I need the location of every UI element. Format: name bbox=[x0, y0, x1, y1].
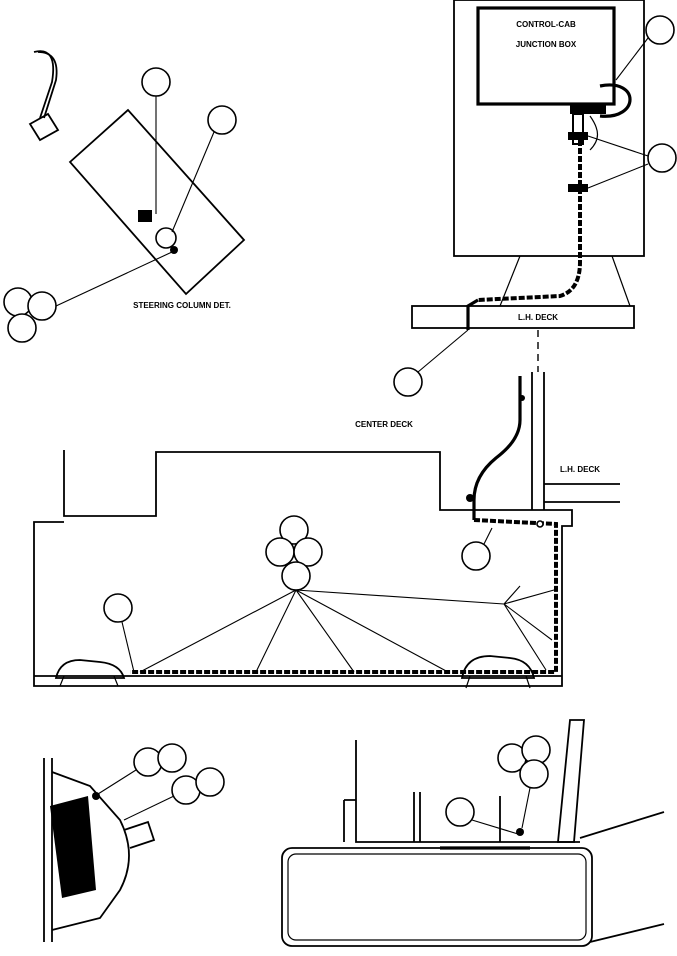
leader-left-light bbox=[121, 621, 135, 673]
tank-upper-step bbox=[343, 799, 356, 842]
callout-balloon-deck-drop bbox=[393, 367, 423, 397]
steering-bracket-arm bbox=[37, 51, 58, 119]
steering-switch-body bbox=[138, 210, 152, 222]
leader-fixture-a bbox=[97, 769, 137, 795]
right-floor-light bbox=[460, 655, 536, 679]
callout-balloon-switch-knob bbox=[207, 105, 237, 135]
junction-box-side-cable bbox=[589, 115, 599, 151]
center-deck-label: CENTER DECK bbox=[355, 420, 413, 429]
center-deck-view: CENTER DECK L.H. DECK bbox=[33, 372, 620, 689]
deck-drop-cable bbox=[466, 298, 479, 330]
center-deck-floor-cable bbox=[130, 518, 558, 674]
callout-balloon-jbox-loop bbox=[645, 15, 675, 45]
callout-balloon-clips-right bbox=[293, 537, 323, 567]
leader-steering-group bbox=[55, 251, 173, 307]
light-fixture-section bbox=[43, 743, 225, 942]
riser-bottom-clip bbox=[466, 494, 474, 502]
tank-side-frame bbox=[579, 811, 665, 943]
tank-inner bbox=[287, 853, 587, 941]
left-floor-light-base bbox=[59, 675, 119, 687]
fixture-housing bbox=[51, 771, 130, 931]
leader-deck-drop bbox=[417, 329, 469, 373]
tank-stand-posts bbox=[413, 792, 501, 842]
callout-balloon-steering-b bbox=[27, 291, 57, 321]
junction-box-cable-run bbox=[477, 140, 582, 302]
steering-column-label: STEERING COLUMN DET. bbox=[133, 301, 231, 310]
callout-balloon-clamps bbox=[647, 143, 677, 173]
leader-jbox-loop bbox=[615, 37, 649, 81]
riser-clip bbox=[519, 395, 525, 401]
callout-balloon-fixture-b bbox=[157, 743, 187, 773]
lh-deck-middle-label: L.H. DECK bbox=[560, 465, 600, 474]
leader-riser bbox=[483, 527, 493, 545]
fixture-lens bbox=[50, 796, 96, 898]
fixture-mount-plate bbox=[43, 758, 53, 942]
right-floor-light-base bbox=[465, 675, 531, 689]
steering-bracket-arm-inner bbox=[33, 50, 55, 119]
fixture-rear-fitting bbox=[123, 820, 156, 849]
junction-box-connector-block bbox=[570, 104, 606, 114]
cab-base-taper bbox=[499, 255, 631, 307]
callout-balloon-clips-left bbox=[265, 537, 295, 567]
steering-bracket-block bbox=[28, 112, 60, 142]
callout-balloon-clips-bottom bbox=[281, 561, 311, 591]
callout-balloon-riser bbox=[461, 541, 491, 571]
tank-upper-frame bbox=[355, 740, 580, 843]
junction-box-view: CONTROL-CAB JUNCTION BOX L.H. DECK bbox=[393, 0, 677, 397]
leader-switch-knob bbox=[171, 131, 215, 233]
tank-body bbox=[281, 847, 593, 947]
tank-vertical-post bbox=[557, 719, 585, 843]
junction-box-label-line1: CONTROL-CAB bbox=[516, 20, 576, 29]
lh-deck-plate-top bbox=[411, 305, 635, 329]
tank-clip bbox=[516, 828, 524, 836]
leader-clips-fan bbox=[139, 589, 505, 673]
leader-fixture-c bbox=[123, 795, 175, 821]
callout-balloon-left-light bbox=[103, 593, 133, 623]
leader-clips-secondary bbox=[503, 585, 555, 671]
callout-balloon-clips-top bbox=[279, 515, 309, 545]
center-deck-riser-cable bbox=[472, 376, 522, 520]
callout-balloon-steering-c bbox=[7, 313, 37, 343]
center-deck-outline bbox=[33, 450, 573, 687]
lh-deck-side-lines bbox=[544, 483, 620, 503]
callout-balloon-switch-body bbox=[141, 67, 171, 97]
cab-wall-panel bbox=[453, 0, 645, 257]
junction-box bbox=[476, 6, 616, 106]
callout-balloon-fixture-d bbox=[195, 767, 225, 797]
callout-balloon-tank-c bbox=[519, 759, 549, 789]
steering-column-detail: STEERING COLUMN DET. bbox=[3, 50, 246, 343]
leader-tank-abc bbox=[521, 787, 531, 829]
lh-deck-post bbox=[531, 372, 545, 510]
callout-balloon-tank-d bbox=[445, 797, 475, 827]
steering-switch-knob bbox=[155, 227, 177, 249]
leader-clamps bbox=[587, 135, 649, 189]
tank-section bbox=[281, 719, 665, 947]
junction-box-loop-cable bbox=[599, 83, 632, 118]
left-floor-light bbox=[54, 659, 126, 679]
corner-clip bbox=[536, 520, 544, 528]
junction-box-label-line2: JUNCTION BOX bbox=[516, 40, 577, 49]
steering-column-panel bbox=[68, 108, 246, 296]
lh-deck-top-label: L.H. DECK bbox=[518, 313, 558, 322]
cable-clamp-upper bbox=[568, 132, 588, 140]
leader-tank-d bbox=[471, 819, 519, 835]
